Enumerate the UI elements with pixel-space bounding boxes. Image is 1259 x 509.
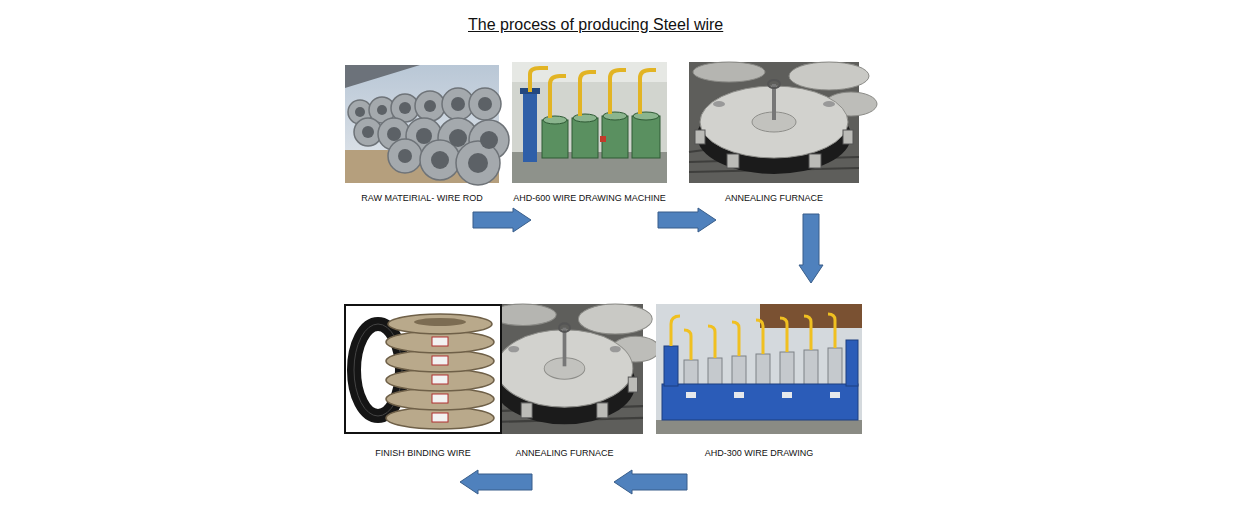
- diagram-title: The process of producing Steel wire: [468, 15, 723, 35]
- step-caption: AHD-600 WIRE DRAWING MACHINE: [510, 193, 669, 204]
- process-step: FINISH BINDING WIRE: [344, 304, 502, 461]
- process-step: ANNEALING FURNACE: [689, 62, 859, 206]
- furnace-photo: [689, 62, 877, 183]
- flow-arrow: [460, 470, 532, 494]
- step-caption: ANNEALING FURNACE: [486, 448, 643, 459]
- step-caption: ANNEALING FURNACE: [689, 193, 859, 204]
- flow-arrow: [799, 214, 823, 283]
- wire-rod-photo: [345, 65, 509, 185]
- step-caption: RAW MATEIRIAL- WIRE ROD: [345, 193, 499, 204]
- flow-arrow: [614, 470, 687, 494]
- flow-arrow: [473, 208, 531, 232]
- process-step: AHD-300 WIRE DRAWING: [656, 304, 862, 461]
- flow-arrow: [658, 208, 716, 232]
- drawing-line-photo: [656, 304, 862, 434]
- binding-wire-photo: [345, 305, 501, 433]
- process-step: ANNEALING FURNACE: [486, 304, 643, 461]
- step-caption: AHD-300 WIRE DRAWING: [656, 448, 862, 459]
- furnace-photo: [486, 304, 660, 434]
- process-step: AHD-600 WIRE DRAWING MACHINE: [510, 62, 669, 206]
- step-caption: FINISH BINDING WIRE: [344, 448, 502, 459]
- process-step: RAW MATEIRIAL- WIRE ROD: [345, 65, 499, 206]
- drawing-machine-photo: [512, 62, 667, 183]
